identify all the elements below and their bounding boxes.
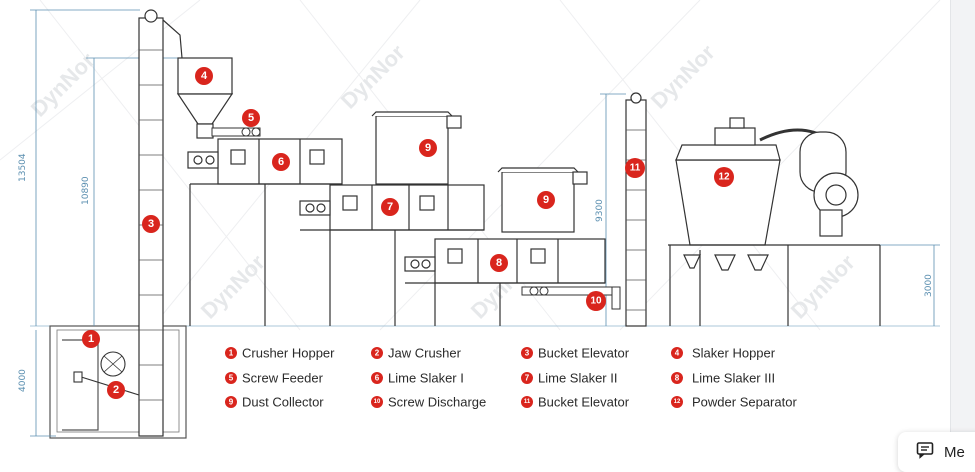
svg-text:Screw Discharge: Screw Discharge [388, 395, 486, 410]
legend-item: 3 Bucket Elevator [521, 346, 630, 361]
svg-text:5: 5 [229, 374, 234, 383]
badge-lime-slaker-3: 8 [490, 254, 508, 272]
screw-feeder [211, 127, 261, 137]
svg-text:3: 3 [525, 349, 530, 358]
svg-text:Powder Separator: Powder Separator [692, 395, 797, 410]
watermark: DynNor [786, 249, 860, 323]
svg-text:2: 2 [375, 349, 380, 358]
legend-item: 1 Crusher Hopper [225, 346, 335, 361]
svg-text:9: 9 [425, 142, 431, 154]
svg-text:9: 9 [229, 398, 234, 407]
dimension-lines [30, 9, 940, 437]
lime-slaker-3 [404, 238, 606, 326]
slaker-hopper [176, 57, 234, 139]
powder-separator [668, 117, 881, 326]
svg-text:Screw Feeder: Screw Feeder [242, 371, 324, 386]
svg-text:Crusher Hopper: Crusher Hopper [242, 346, 335, 361]
badge-bucket-elevator-left: 3 [142, 215, 160, 233]
watermark: DynNor [646, 39, 720, 113]
badge-lime-slaker-2: 7 [381, 198, 399, 216]
legend-item: 9 Dust Collector [225, 395, 324, 410]
legend-item: 6 Lime Slaker I [371, 371, 464, 386]
svg-text:Lime Slaker III: Lime Slaker III [692, 371, 775, 386]
badge-lime-slaker-1: 6 [272, 153, 290, 171]
badge-jaw-crusher: 2 [107, 381, 125, 399]
svg-text:7: 7 [525, 374, 530, 383]
svg-text:6: 6 [278, 156, 284, 168]
legend-item: 4 Slaker Hopper [671, 346, 776, 361]
badge-bucket-elevator-right: 11 [625, 158, 645, 178]
dim-right-elevator: 9300 [595, 199, 605, 222]
screw-discharge [521, 286, 621, 310]
badge-crusher-hopper: 1 [82, 330, 100, 348]
watermark: DynNor [26, 47, 100, 121]
svg-text:6: 6 [375, 374, 380, 383]
svg-text:9: 9 [543, 194, 549, 206]
svg-text:Dust Collector: Dust Collector [242, 395, 324, 410]
badge-screw-discharge: 10 [586, 291, 606, 311]
svg-text:Lime Slaker II: Lime Slaker II [538, 371, 617, 386]
svg-text:12: 12 [674, 399, 681, 405]
svg-text:2: 2 [113, 384, 119, 396]
svg-text:10: 10 [590, 296, 602, 307]
dim-elevator-height: 10890 [81, 176, 91, 205]
badge-screw-feeder: 5 [242, 109, 260, 127]
svg-text:8: 8 [675, 374, 680, 383]
svg-text:4: 4 [675, 349, 680, 358]
badge-slaker-hopper: 4 [195, 67, 213, 85]
lime-slaker-2 [299, 184, 485, 326]
watermark: DynNor [336, 39, 410, 113]
badge-dust-collector-1: 9 [419, 139, 437, 157]
svg-text:Slaker Hopper: Slaker Hopper [692, 346, 776, 361]
svg-text:7: 7 [387, 201, 393, 213]
svg-text:Bucket Elevator: Bucket Elevator [538, 395, 630, 410]
legend-item: 10 Screw Discharge [371, 395, 486, 410]
svg-text:4: 4 [201, 70, 208, 82]
message-button[interactable]: Me [898, 432, 975, 472]
svg-text:11: 11 [630, 163, 641, 174]
svg-text:8: 8 [496, 257, 502, 269]
ground-structure [30, 325, 940, 439]
diagram-badges: 1 2 3 4 5 6 7 8 9 9 10 11 12 [82, 67, 734, 399]
legend-item: 12 Powder Separator [671, 395, 797, 410]
legend-item: 2 Jaw Crusher [371, 346, 462, 361]
legend-item: 7 Lime Slaker II [521, 371, 617, 386]
svg-text:1: 1 [229, 349, 234, 358]
badge-powder-separator: 12 [714, 167, 734, 187]
crusher-assembly [73, 351, 140, 396]
message-button-label: Me [944, 443, 965, 461]
right-sidebar [950, 0, 975, 465]
dust-collector-1 [371, 111, 462, 185]
badge-dust-collector-2: 9 [537, 191, 555, 209]
dim-platform-height: 3000 [924, 274, 934, 297]
svg-text:12: 12 [718, 172, 730, 183]
dim-pit-depth: 4000 [18, 369, 28, 392]
svg-text:10: 10 [374, 399, 381, 405]
svg-text:Lime Slaker I: Lime Slaker I [388, 371, 464, 386]
svg-text:11: 11 [524, 399, 531, 405]
svg-text:1: 1 [88, 333, 94, 345]
bucket-elevator-right [625, 92, 647, 327]
process-flow-diagram: DynNor DynNor DynNor DynNor DynNor DynNo… [0, 0, 941, 439]
dim-total-height: 13504 [18, 153, 28, 182]
message-icon [916, 441, 934, 464]
svg-text:Bucket Elevator: Bucket Elevator [538, 346, 630, 361]
legend-item: 5 Screw Feeder [225, 371, 324, 386]
legend-item: 11 Bucket Elevator [521, 395, 630, 410]
svg-text:3: 3 [148, 218, 154, 230]
svg-text:5: 5 [248, 112, 254, 124]
svg-text:Jaw Crusher: Jaw Crusher [388, 346, 462, 361]
legend-item: 8 Lime Slaker III [671, 371, 775, 386]
